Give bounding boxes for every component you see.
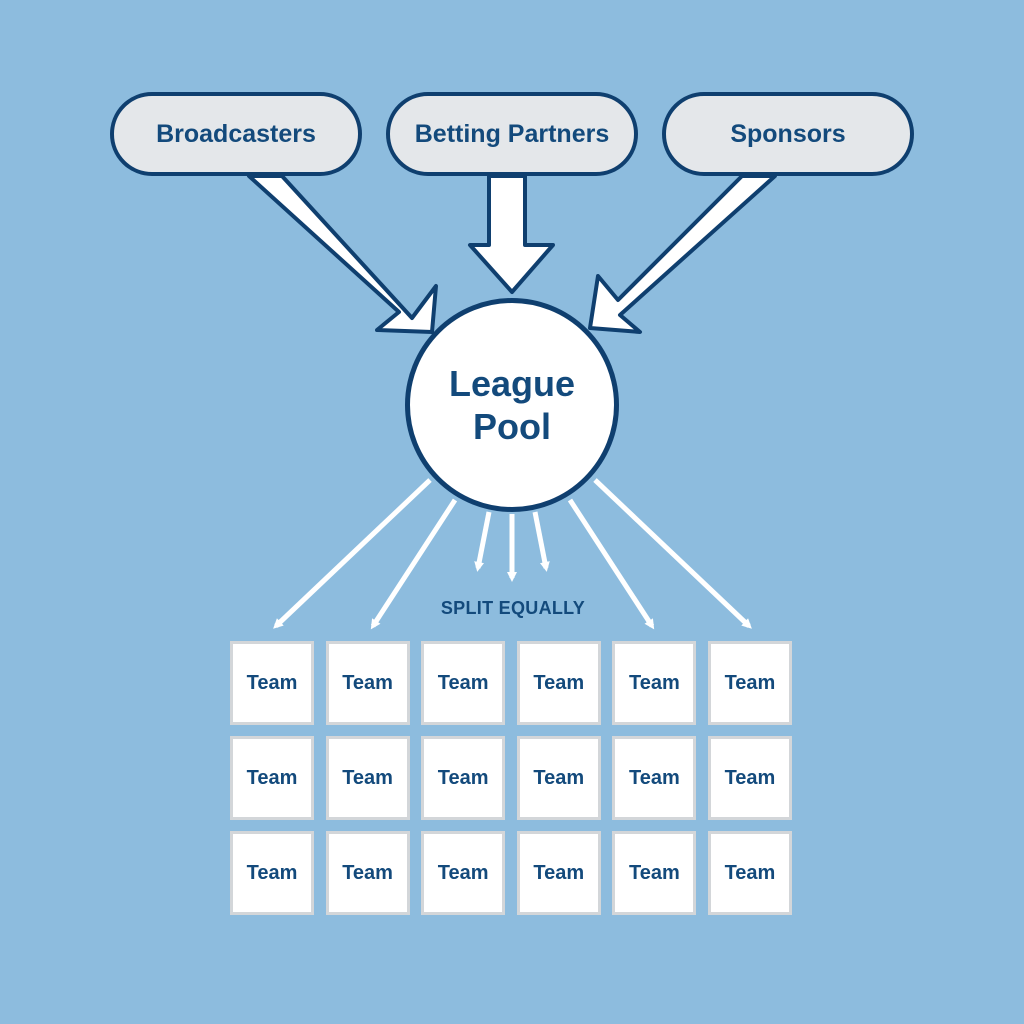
team-box: Team (325, 831, 410, 915)
team-box: Team (516, 831, 601, 915)
outflow-arrows (273, 478, 752, 630)
team-box: Team (612, 831, 697, 915)
pool-label-line-2: Pool (472, 406, 551, 447)
outflow-arrow-2 (370, 498, 458, 630)
betting-partners-label: Betting Partners (414, 119, 610, 148)
team-box: Team (707, 831, 792, 915)
broadcasters-label: Broadcasters (156, 119, 316, 148)
team-box: Team (230, 831, 314, 915)
betting-partners-inflow-arrow (468, 174, 555, 294)
team-box: Team (325, 736, 410, 820)
sponsors-label: Sponsors (730, 119, 846, 148)
team-box: Team (421, 831, 506, 915)
team-box: Team (707, 641, 792, 725)
team-box: Team (421, 641, 506, 725)
team-grid: Team Team Team Team Team Team Team Team … (230, 641, 792, 915)
team-box: Team (230, 736, 314, 820)
outflow-arrow-5 (532, 511, 550, 572)
broadcasters-inflow-arrow (247, 174, 438, 334)
outflow-arrow-6 (567, 498, 655, 630)
team-box: Team (421, 736, 506, 820)
team-box: Team (325, 641, 410, 725)
team-box: Team (516, 736, 601, 820)
sponsors-box: Sponsors (662, 92, 914, 176)
league-pool-circle: League Pool (405, 298, 619, 512)
team-box: Team (707, 736, 792, 820)
team-box: Team (516, 641, 601, 725)
sponsors-inflow-arrow (588, 174, 777, 334)
outflow-arrow-3 (474, 511, 492, 572)
betting-partners-box: Betting Partners (386, 92, 638, 176)
split-equally-label: SPLIT EQUALLY (440, 598, 586, 618)
league-pool-label: League Pool (449, 362, 575, 448)
broadcasters-box: Broadcasters (110, 92, 362, 176)
inflow-arrows (247, 174, 777, 334)
outflow-arrow-7 (593, 478, 752, 629)
team-box: Team (230, 641, 314, 725)
team-box: Team (612, 736, 697, 820)
team-box: Team (612, 641, 697, 725)
outflow-arrow-1 (273, 478, 432, 629)
pool-label-line-1: League (448, 363, 576, 404)
